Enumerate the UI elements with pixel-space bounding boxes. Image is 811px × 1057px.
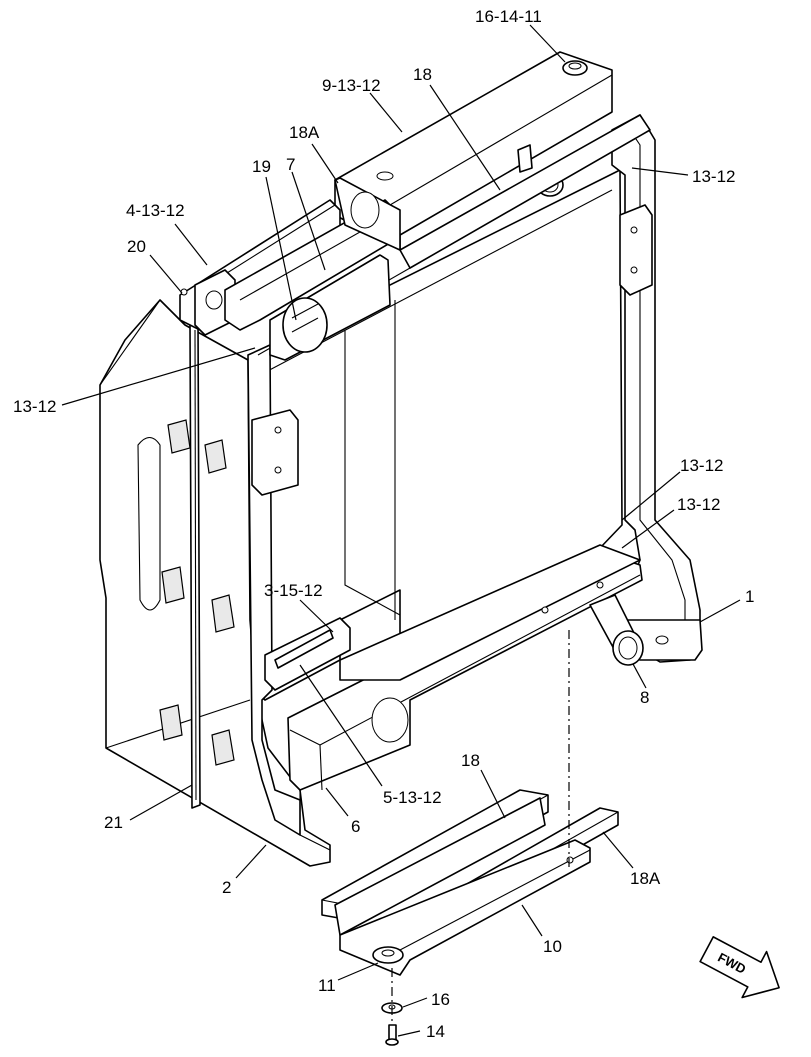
callout-7: 7 <box>286 155 295 174</box>
callout-1: 1 <box>745 587 754 606</box>
left-side-frame <box>247 344 301 836</box>
callout-13-12-right-low: 13-12 <box>677 495 720 514</box>
callout-19: 19 <box>252 157 271 176</box>
outlet-tube <box>589 594 644 666</box>
callout-4-13-12: 4-13-12 <box>126 201 185 220</box>
forward-arrow-icon: FWD <box>699 936 780 999</box>
upper-box-bracket <box>334 177 401 251</box>
callout-18a-top: 18A <box>289 123 320 142</box>
callout-8: 8 <box>640 688 649 707</box>
lower-mounting-plate-10 <box>339 839 591 976</box>
callout-16-bottom: 16 <box>431 990 450 1009</box>
callout-14: 14 <box>426 1022 445 1041</box>
bottom-tank <box>264 554 643 791</box>
callout-labels: 16-14-11 9-13-12 18 18A 19 7 4-13-12 20 … <box>13 7 754 1041</box>
side-shroud-panel <box>99 299 331 867</box>
callout-11: 11 <box>318 976 336 995</box>
callout-16-14-11: 16-14-11 <box>475 7 542 26</box>
callout-18-top: 18 <box>413 65 432 84</box>
bottom-bolt <box>385 1024 399 1046</box>
callout-10: 10 <box>543 937 562 956</box>
callout-20: 20 <box>127 237 146 256</box>
lower-mounting-bar-18 <box>321 789 549 936</box>
mount-washer <box>372 946 404 964</box>
right-side-frame <box>594 114 703 663</box>
callout-6: 6 <box>351 817 360 836</box>
callout-21: 21 <box>104 813 123 832</box>
callout-3-15-12: 3-15-12 <box>264 581 323 600</box>
callout-2: 2 <box>222 878 231 897</box>
callout-13-12-right-top: 13-12 <box>692 167 735 186</box>
callout-18-bottom: 18 <box>461 751 480 770</box>
lower-cross-bar <box>339 544 641 681</box>
callout-9-13-12: 9-13-12 <box>322 76 381 95</box>
callout-18a-bottom: 18A <box>630 869 661 888</box>
callout-5-13-12: 5-13-12 <box>383 788 442 807</box>
callout-13-12-right-mid: 13-12 <box>680 456 723 475</box>
leader-lines <box>61 24 741 1037</box>
callout-13-12-left: 13-12 <box>13 397 56 416</box>
seal-strip <box>189 321 201 809</box>
